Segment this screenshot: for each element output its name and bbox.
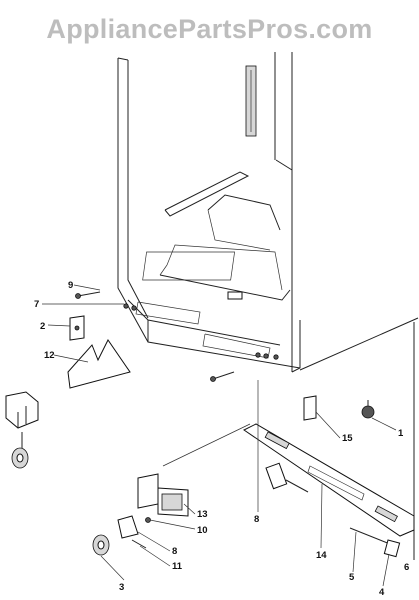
callout-10: 10: [197, 525, 208, 536]
callout-6: 6: [404, 562, 409, 573]
base-plate: [243, 423, 415, 537]
part-1-screw: [361, 400, 375, 419]
refrigerator-cabinet: [117, 52, 419, 560]
callout-4: 4: [379, 587, 385, 598]
screws: [75, 291, 279, 382]
roller-and-rod: [265, 462, 401, 558]
callout-8: 8: [172, 546, 177, 557]
callout-11: 11: [172, 561, 183, 572]
callout-3: 3: [119, 582, 124, 593]
callout-15: 15: [342, 433, 353, 444]
callout-12: 12: [44, 350, 55, 361]
part-12-panel: [67, 339, 131, 389]
callout-8-upper: 8: [254, 514, 259, 525]
part-15-bracket: [303, 395, 317, 421]
callout-13: 13: [197, 509, 208, 520]
callout-5: 5: [349, 572, 355, 583]
watermark: AppliancePartsPros.com: [46, 14, 373, 44]
caster-assembly: [92, 515, 151, 556]
callouts: 9 7 2 12 1 15 8 13 10 8 11 3 14 5 4 6: [34, 280, 409, 598]
callout-7: 7: [34, 299, 39, 310]
leader-lines: [42, 284, 397, 587]
callout-14: 14: [316, 550, 327, 561]
callout-1: 1: [398, 428, 404, 439]
part-2-bracket: [69, 315, 85, 341]
callout-2: 2: [40, 321, 45, 332]
bracket-slot: [227, 291, 243, 300]
hinge-assembly: [5, 391, 39, 469]
part-13-bracket: [137, 473, 189, 517]
callout-9: 9: [68, 280, 73, 291]
